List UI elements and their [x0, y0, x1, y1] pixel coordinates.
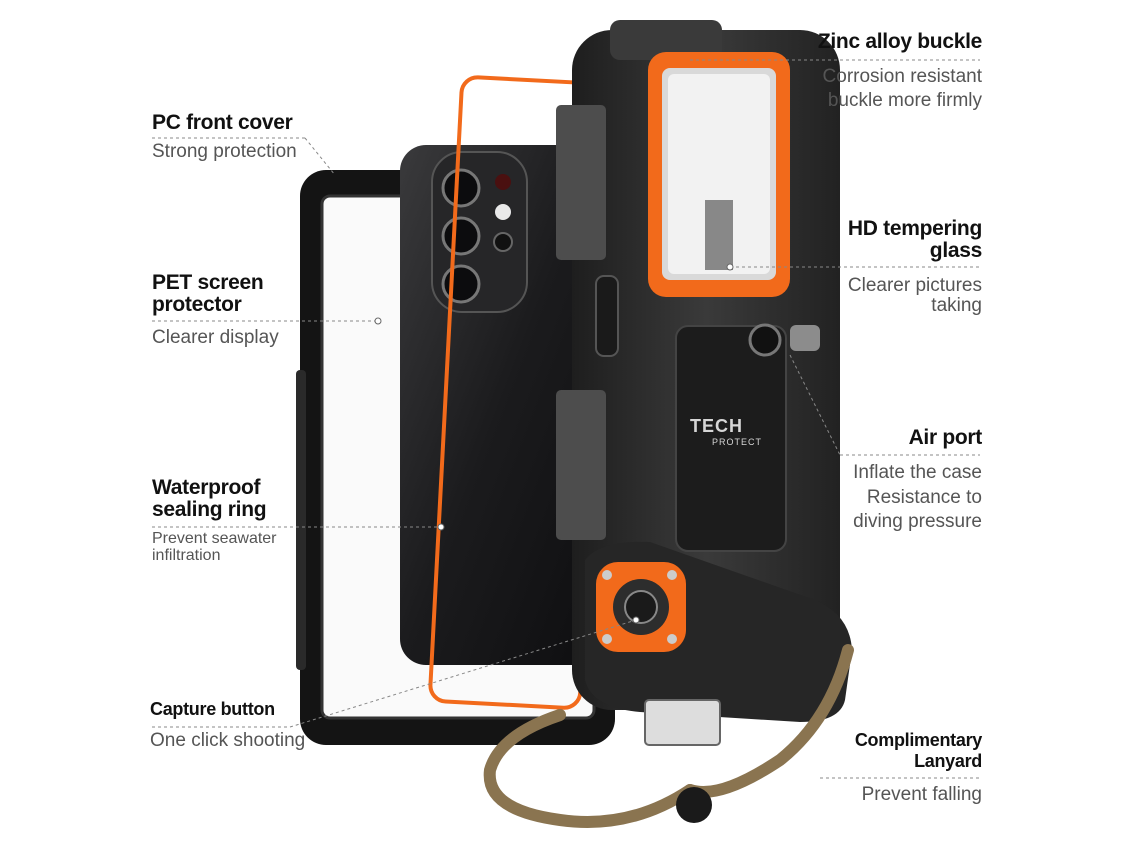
callout-pet-screen: PET screen protector Clearer display	[152, 271, 279, 349]
hd-title: HD tempering glass	[847, 217, 983, 263]
callout-hd-glass: HD tempering glass Clearer pictures taki…	[847, 217, 983, 316]
air-title: Air port	[908, 426, 983, 449]
pet-title-line-1: PET screen	[152, 271, 264, 294]
callout-capture-button: Capture button One click shooting	[150, 700, 305, 751]
callout-dots	[374, 263, 734, 624]
grip-handle	[585, 541, 852, 746]
air-sub-line-2: Resistance to	[866, 486, 982, 508]
brand-logo: TECH PROTECT	[690, 416, 762, 447]
pet-sub: Clearer display	[152, 327, 279, 349]
capture-title: Capture button	[150, 699, 275, 719]
sealing-sub-line-2: infiltration	[152, 546, 221, 564]
sealing-sub: Prevent seawater infiltration	[152, 530, 277, 565]
callout-pc-front-cover: PC front cover Strong protection	[152, 111, 297, 163]
lanyard-title-line-1: Complimentary	[854, 730, 982, 750]
sealing-title-line-2: sealing ring	[152, 498, 267, 522]
sealing-sub-line-1: Prevent seawater	[152, 530, 277, 548]
logo-line-1: TECH	[690, 416, 743, 436]
callout-lines	[152, 59, 980, 779]
zinc-title: Zinc alloy buckle	[817, 30, 982, 53]
pc-cover-sub: Strong protection	[152, 141, 297, 163]
lanyard	[483, 644, 854, 828]
case-body	[556, 20, 840, 710]
hd-sub-line-2: taking	[931, 295, 982, 317]
sealing-title: Waterproof sealing ring	[152, 476, 277, 522]
capture-sub: One click shooting	[150, 729, 306, 751]
callout-zinc-buckle: Zinc alloy buckle Corrosion resistant bu…	[817, 30, 982, 111]
sealing-title-line-1: Waterproof	[152, 476, 261, 499]
zinc-sub: Corrosion resistant buckle more firmly	[818, 67, 982, 111]
air-sub: Inflate the case Resistance to diving pr…	[853, 461, 982, 535]
lanyard-title: Complimentary Lanyard	[855, 731, 982, 771]
lanyard-stopper	[676, 787, 712, 823]
zinc-sub-line-1: Corrosion resistant	[822, 66, 982, 88]
pc-cover-title: PC front cover	[152, 111, 293, 134]
air-sub-line-1: Inflate the case	[853, 462, 982, 484]
callout-lanyard: Complimentary Lanyard Prevent falling	[855, 731, 982, 805]
hd-sub-line-1: Clearer pictures	[847, 275, 982, 297]
lanyard-sub: Prevent falling	[861, 783, 982, 805]
callout-sealing-ring: Waterproof sealing ring Prevent seawater…	[152, 476, 277, 565]
hd-sub: Clearer pictures taking	[848, 276, 982, 316]
hd-title-line-1: HD tempering	[847, 217, 982, 240]
pet-title-line-2: protector	[152, 293, 242, 317]
air-sub-line-3: diving pressure	[853, 511, 982, 533]
callout-air-port: Air port Inflate the case Resistance to …	[853, 426, 983, 535]
logo-line-2: PROTECT	[712, 437, 763, 447]
pet-title: PET screen protector	[152, 271, 279, 317]
hd-title-line-2: glass	[929, 239, 983, 263]
lanyard-title-line-2: Lanyard	[914, 750, 982, 771]
zinc-sub-line-2: buckle more firmly	[827, 89, 982, 111]
